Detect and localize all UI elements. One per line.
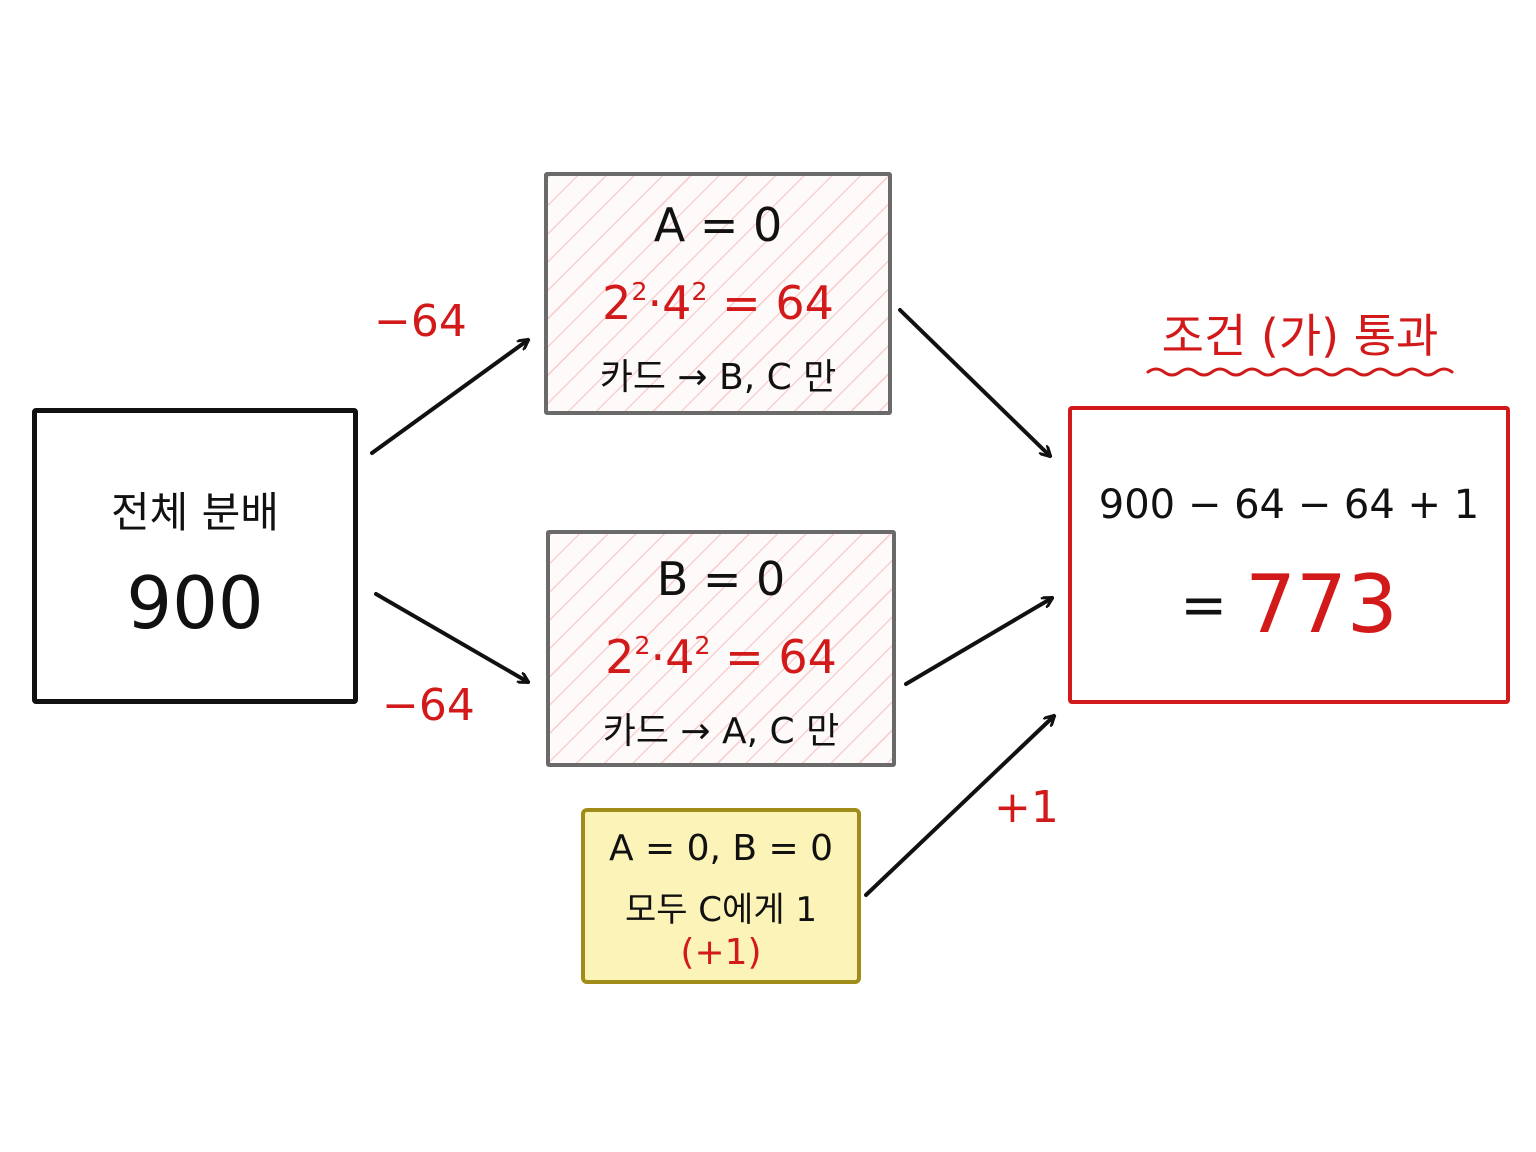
case-a-exp1: 2 <box>631 277 648 307</box>
case-b-base2: 4 <box>665 630 695 684</box>
edge-label-to-result: +1 <box>994 782 1059 833</box>
case-a-exp2: 2 <box>691 277 708 307</box>
result-heading-underline <box>1146 367 1454 377</box>
result-box: 900 − 64 − 64 + 1 = 773 <box>1068 406 1510 704</box>
case-both-note: 모두 C에게 1 <box>624 890 818 930</box>
arrow-case-a-to-result <box>898 308 1050 456</box>
case-b-note: 카드 → A, C 만 <box>602 711 840 752</box>
case-a-box: A = 0 22·42 = 64 카드 → B, C 만 <box>544 172 892 415</box>
case-b-box: B = 0 22·42 = 64 카드 → A, C 만 <box>546 530 896 767</box>
edge-label-to-case-a: −64 <box>374 296 467 347</box>
case-a-base2: 4 <box>662 276 692 330</box>
arrow-total-to-case-a <box>370 340 528 455</box>
result-expression: 900 − 64 − 64 + 1 <box>1098 482 1480 528</box>
arrow-case-both-to-result <box>864 716 1054 897</box>
case-b-base1: 2 <box>605 630 635 684</box>
case-a-base1: 2 <box>602 276 632 330</box>
case-b-dot: · <box>650 630 666 684</box>
case-b-result: = 64 <box>725 630 837 684</box>
case-b-condition: B = 0 <box>656 552 786 606</box>
arrow-total-to-case-b <box>374 592 528 682</box>
case-b-formula: 22·42 = 64 <box>550 630 892 684</box>
case-both-condition: A = 0, B = 0 <box>608 828 834 869</box>
case-b-exp1: 2 <box>634 631 651 661</box>
result-heading: 조건 (가) 통과 <box>1161 309 1439 363</box>
arrow-case-b-to-result <box>904 598 1052 686</box>
case-b-exp2: 2 <box>694 631 711 661</box>
case-a-condition: A = 0 <box>653 198 783 252</box>
result-value: 773 <box>1245 558 1398 651</box>
total-box: 전체 분배 900 <box>32 408 358 704</box>
case-both-delta: (+1) <box>680 932 762 973</box>
total-box-title: 전체 분배 <box>111 488 279 537</box>
case-a-dot: · <box>647 276 663 330</box>
case-a-note: 카드 → B, C 만 <box>599 357 837 398</box>
case-a-result: = 64 <box>722 276 834 330</box>
result-equation: = 773 <box>1072 560 1506 651</box>
result-equals: = <box>1180 573 1228 638</box>
case-a-formula: 22·42 = 64 <box>548 276 888 330</box>
edge-label-to-case-b: −64 <box>382 680 475 731</box>
case-both-box: A = 0, B = 0 모두 C에게 1 (+1) <box>581 808 861 984</box>
total-box-value: 900 <box>126 561 264 645</box>
